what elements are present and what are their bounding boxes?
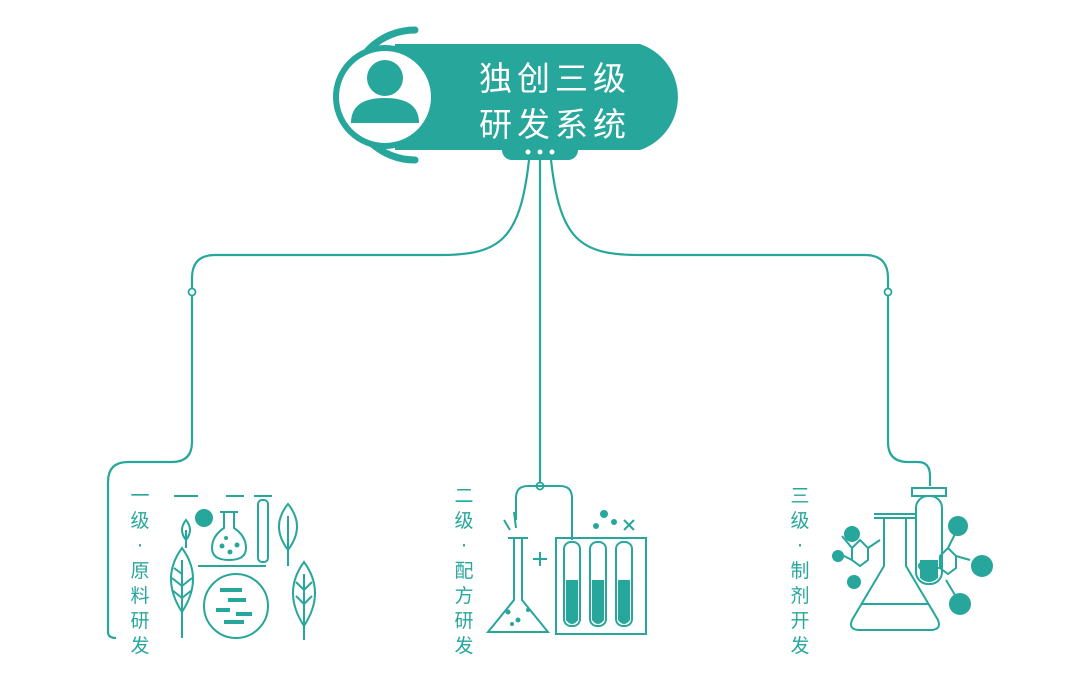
line-to-level-1 [106,159,531,640]
level-1-label: 一级·原料研发 [130,485,150,657]
level-3-fills [832,516,993,615]
connector-dots [525,149,555,155]
plants-and-lab-glassware-icon [170,495,316,640]
level-2-label: 二级·配方研发 [454,485,474,657]
level-3-label: 三级·制剂开发 [790,485,810,657]
line-to-level-3 [549,159,932,486]
title-line-2: 研发系统 [479,105,631,144]
connector-tab [502,138,578,160]
connector-lines [106,159,932,640]
user-avatar-icon [351,60,419,123]
title-line-1: 独创三级 [479,59,631,98]
flask-and-test-tubes-icon [485,485,647,635]
level-1-fills [195,509,252,624]
header-card [333,26,678,164]
title-pill [395,44,678,150]
flasks-and-molecule-icon [839,476,971,631]
level-2-fills [505,510,630,626]
